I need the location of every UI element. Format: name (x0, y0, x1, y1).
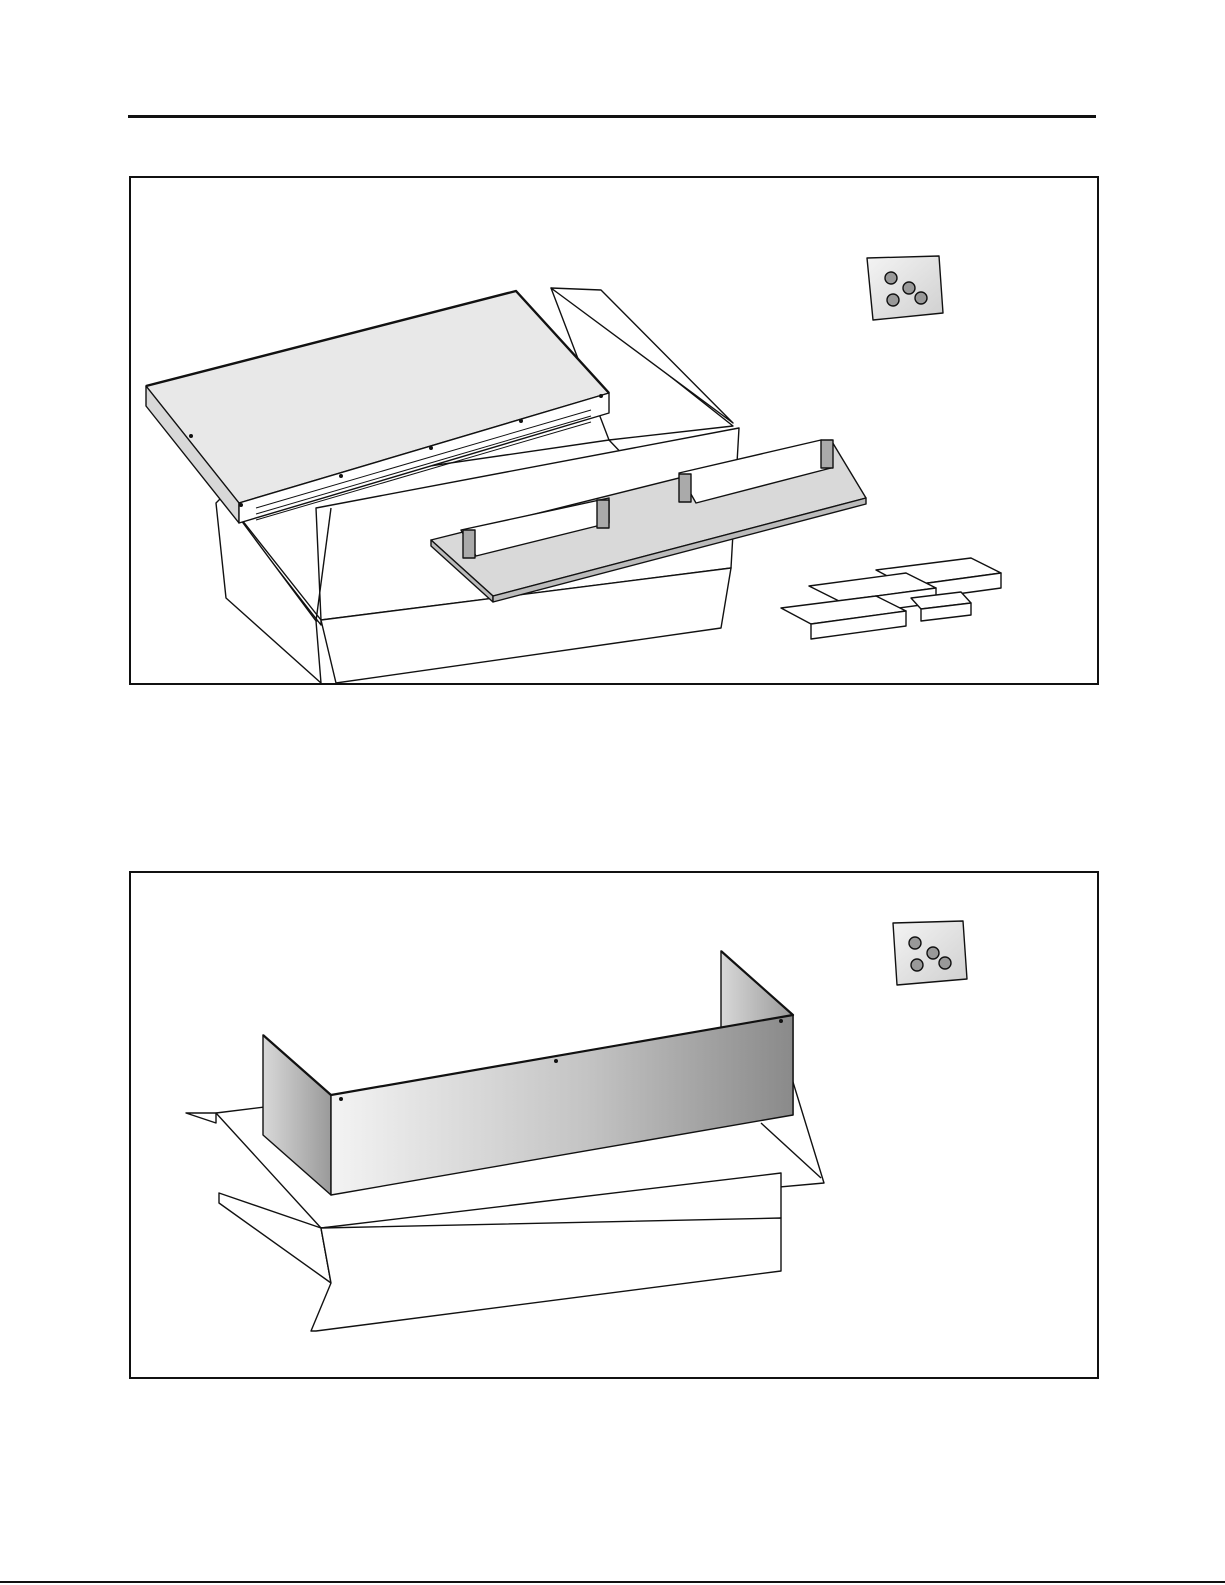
charcoal-filter (781, 596, 906, 639)
footer-rule (0, 1581, 1225, 1583)
header-rule (128, 115, 1096, 118)
illustration-panel-unpacking-duct-cover (129, 871, 1099, 1379)
duct-cover-unpacking-illustration (131, 873, 1097, 1377)
hardware-bag-2 (893, 921, 967, 985)
charcoal-filter (911, 592, 971, 621)
hardware-bag-1 (867, 256, 943, 320)
liner-unpacking-illustration (131, 178, 1097, 683)
illustration-panel-unpacking-liner (129, 176, 1099, 685)
charcoal-filters (781, 558, 1001, 639)
